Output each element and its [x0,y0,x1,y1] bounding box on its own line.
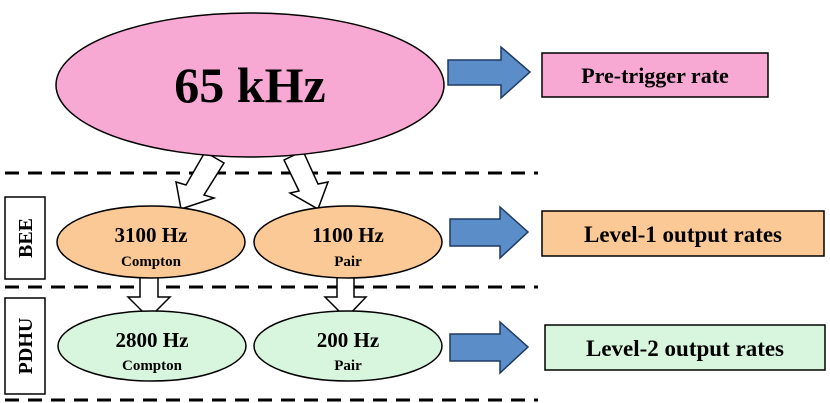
level2-label-box [544,324,826,371]
level1-output-label: Level-1 output rates [584,222,782,247]
down-arrow-compton-1 [175,150,226,210]
level2-compton-rate: 2800 Hz [116,328,189,352]
bee-label-box [4,196,46,280]
level2-pair-mode: Pair [334,358,362,374]
pretrigger-label: Pre-trigger rate [581,63,729,88]
pretrigger-rate: 65 kHz [174,57,325,113]
level1-compton-rate: 3100 Hz [115,223,188,247]
pretrigger-label-box [541,52,769,98]
level1-compton-ellipse [56,205,246,279]
pdhu-label-box [4,297,46,395]
pdhu-label: PDHU [15,318,37,375]
level1-label-box [541,210,825,257]
down-arrow-compton-2 [126,276,172,320]
right-arrow-level2 [449,320,530,375]
right-arrow-pretrigger [447,45,532,100]
level2-pair-rate: 200 Hz [317,328,379,352]
level2-pair-ellipse [253,310,443,382]
level1-pair-rate: 1100 Hz [312,223,384,247]
level2-compton-ellipse [57,310,247,382]
level1-pair-ellipse [253,205,443,279]
level2-output-label: Level-2 output rates [586,336,784,361]
level2-compton-mode: Compton [122,358,183,374]
down-arrow-pair-1 [282,149,330,211]
right-arrow-level1 [449,205,530,260]
level1-pair-mode: Pair [334,254,362,270]
pretrigger-ellipse [55,12,445,158]
level1-compton-mode: Compton [121,254,182,270]
bee-label: BEE [15,218,37,258]
down-arrow-pair-2 [323,276,368,320]
